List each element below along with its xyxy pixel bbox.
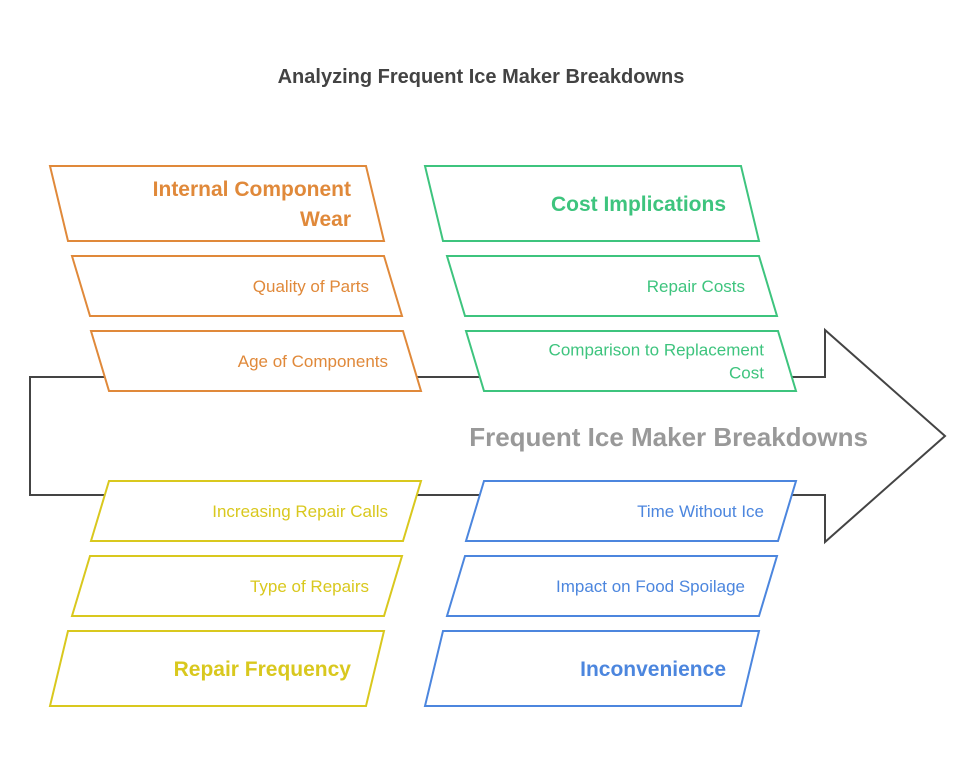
cause-repair-2: Increasing Repair Calls	[89, 480, 423, 542]
diagram-title: Analyzing Frequent Ice Maker Breakdowns	[278, 66, 685, 88]
cause-box	[464, 330, 798, 392]
cause-label: Type of Repairs	[250, 577, 369, 596]
cause-label: Age of Components	[238, 352, 388, 371]
center-label: Frequent Ice Maker Breakdowns	[469, 422, 868, 452]
cause-internal-2: Age of Components	[89, 330, 423, 392]
cause-label: Cost	[729, 364, 764, 383]
category-cost: Cost Implications	[423, 165, 761, 242]
category-repair: Repair Frequency	[48, 630, 386, 707]
cause-box	[89, 480, 423, 542]
cause-label: Comparison to Replacement	[549, 341, 765, 360]
cause-label: Impact on Food Spoilage	[556, 577, 745, 596]
cause-label: Increasing Repair Calls	[212, 502, 388, 521]
cause-label: Time Without Ice	[637, 502, 764, 521]
category-label: Repair Frequency	[174, 658, 352, 681]
cause-box	[464, 480, 798, 542]
category-label: Internal Component	[153, 178, 351, 201]
cause-inconvenience-1: Impact on Food Spoilage	[445, 555, 779, 617]
category-box	[48, 630, 386, 707]
category-label: Inconvenience	[580, 658, 726, 681]
category-box	[423, 630, 761, 707]
cause-internal-1: Quality of Parts	[70, 255, 404, 317]
cause-box	[70, 555, 404, 617]
category-box	[48, 165, 386, 242]
category-inconvenience: Inconvenience	[423, 630, 761, 707]
cause-box	[89, 330, 423, 392]
cause-repair-1: Type of Repairs	[70, 555, 404, 617]
cause-box	[70, 255, 404, 317]
category-label: Cost Implications	[551, 193, 726, 216]
cause-box	[445, 555, 779, 617]
category-label: Wear	[300, 208, 351, 231]
cause-cost-1: Repair Costs	[445, 255, 779, 317]
cause-box	[445, 255, 779, 317]
cause-label: Quality of Parts	[253, 277, 369, 296]
cause-inconvenience-2: Time Without Ice	[464, 480, 798, 542]
category-box	[423, 165, 761, 242]
cause-label: Repair Costs	[647, 277, 745, 296]
